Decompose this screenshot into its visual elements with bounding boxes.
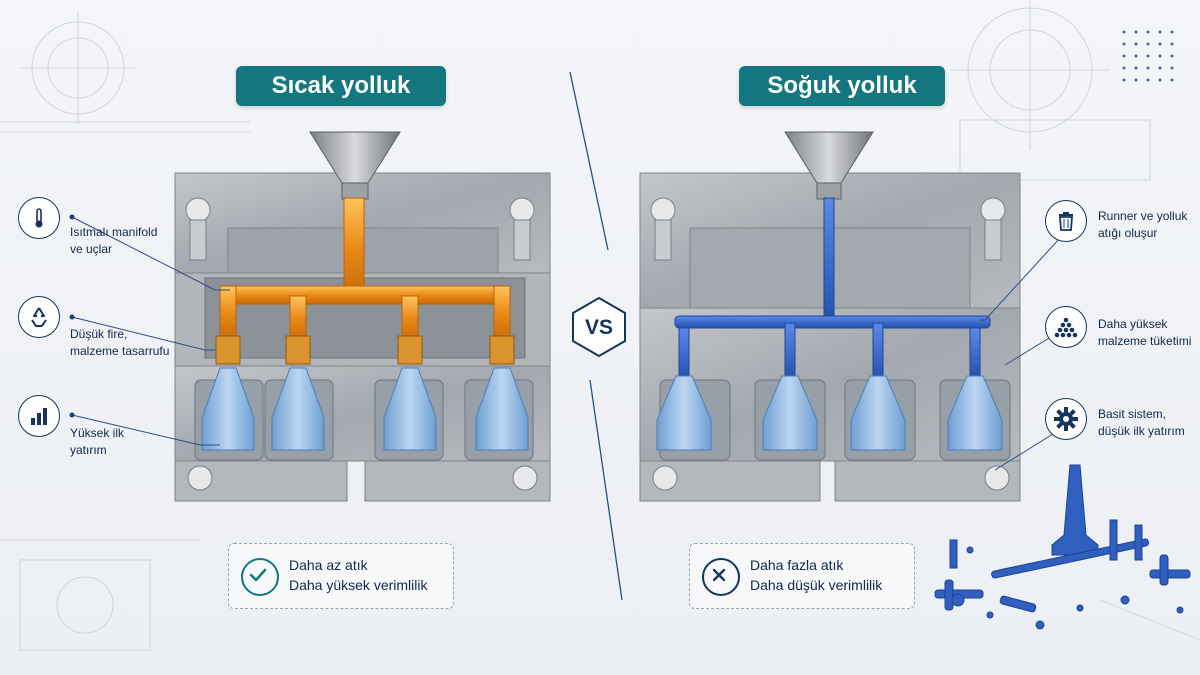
trash-icon bbox=[1045, 200, 1087, 242]
feature-high-consumption: Daha yüksek malzeme tüketimi bbox=[1098, 316, 1191, 350]
cold-runner-title-text: Soğuk yolluk bbox=[767, 72, 917, 99]
feature-line1: Daha yüksek bbox=[1098, 317, 1168, 331]
feature-heated-manifold: Isıtmalı manifold ve uçlar bbox=[70, 224, 157, 258]
recycle-icon bbox=[18, 296, 60, 338]
feature-line1: Basit sistem, bbox=[1098, 407, 1167, 421]
feature-line1: Düşük fire, bbox=[70, 327, 128, 341]
feature-simple-system: Basit sistem, düşük ilk yatırım bbox=[1098, 406, 1185, 440]
summary-line2: Daha düşük verimlilik bbox=[750, 577, 883, 593]
material-pile-icon bbox=[1045, 306, 1087, 348]
feature-low-waste: Düşük fire, malzeme tasarrufu bbox=[70, 326, 169, 360]
feature-line1: Yüksek ilk bbox=[70, 426, 125, 440]
hot-runner-title: Sıcak yolluk bbox=[236, 66, 446, 106]
feature-line2: yatırım bbox=[70, 443, 107, 457]
cold-runner-summary: Daha fazla atık Daha düşük verimlilik bbox=[689, 543, 915, 609]
summary-line1: Daha fazla atık bbox=[750, 557, 844, 573]
check-icon bbox=[241, 558, 279, 596]
vs-text: VS bbox=[584, 316, 613, 339]
summary-line2: Daha yüksek verimlilik bbox=[289, 577, 428, 593]
bar-chart-icon bbox=[18, 395, 60, 437]
x-icon bbox=[702, 558, 740, 596]
feature-line1: Runner ve yolluk bbox=[1098, 209, 1188, 223]
feature-line2: malzeme tüketimi bbox=[1098, 334, 1192, 348]
feature-line2: ve uçlar bbox=[70, 242, 113, 256]
feature-runner-waste: Runner ve yolluk atığı oluşur bbox=[1098, 208, 1187, 242]
thermometer-icon bbox=[18, 197, 60, 239]
cold-runner-title: Soğuk yolluk bbox=[739, 66, 945, 106]
hot-runner-mold bbox=[174, 131, 551, 502]
feature-line2: malzeme tasarrufu bbox=[70, 344, 170, 358]
hot-runner-title-text: Sıcak yolluk bbox=[271, 72, 411, 99]
feature-line2: atığı oluşur bbox=[1098, 226, 1158, 240]
hot-runner-summary: Daha az atık Daha yüksek verimlilik bbox=[228, 543, 454, 609]
cold-runner-mold bbox=[639, 131, 1021, 502]
vs-badge: VS bbox=[570, 296, 628, 358]
feature-line1: Isıtmalı manifold bbox=[70, 225, 158, 239]
feature-line2: düşük ilk yatırım bbox=[1098, 424, 1185, 438]
runner-scrap-illustration bbox=[934, 464, 1191, 630]
gear-icon bbox=[1045, 398, 1087, 440]
summary-line1: Daha az atık bbox=[289, 557, 368, 573]
feature-high-investment: Yüksek ilk yatırım bbox=[70, 425, 124, 459]
